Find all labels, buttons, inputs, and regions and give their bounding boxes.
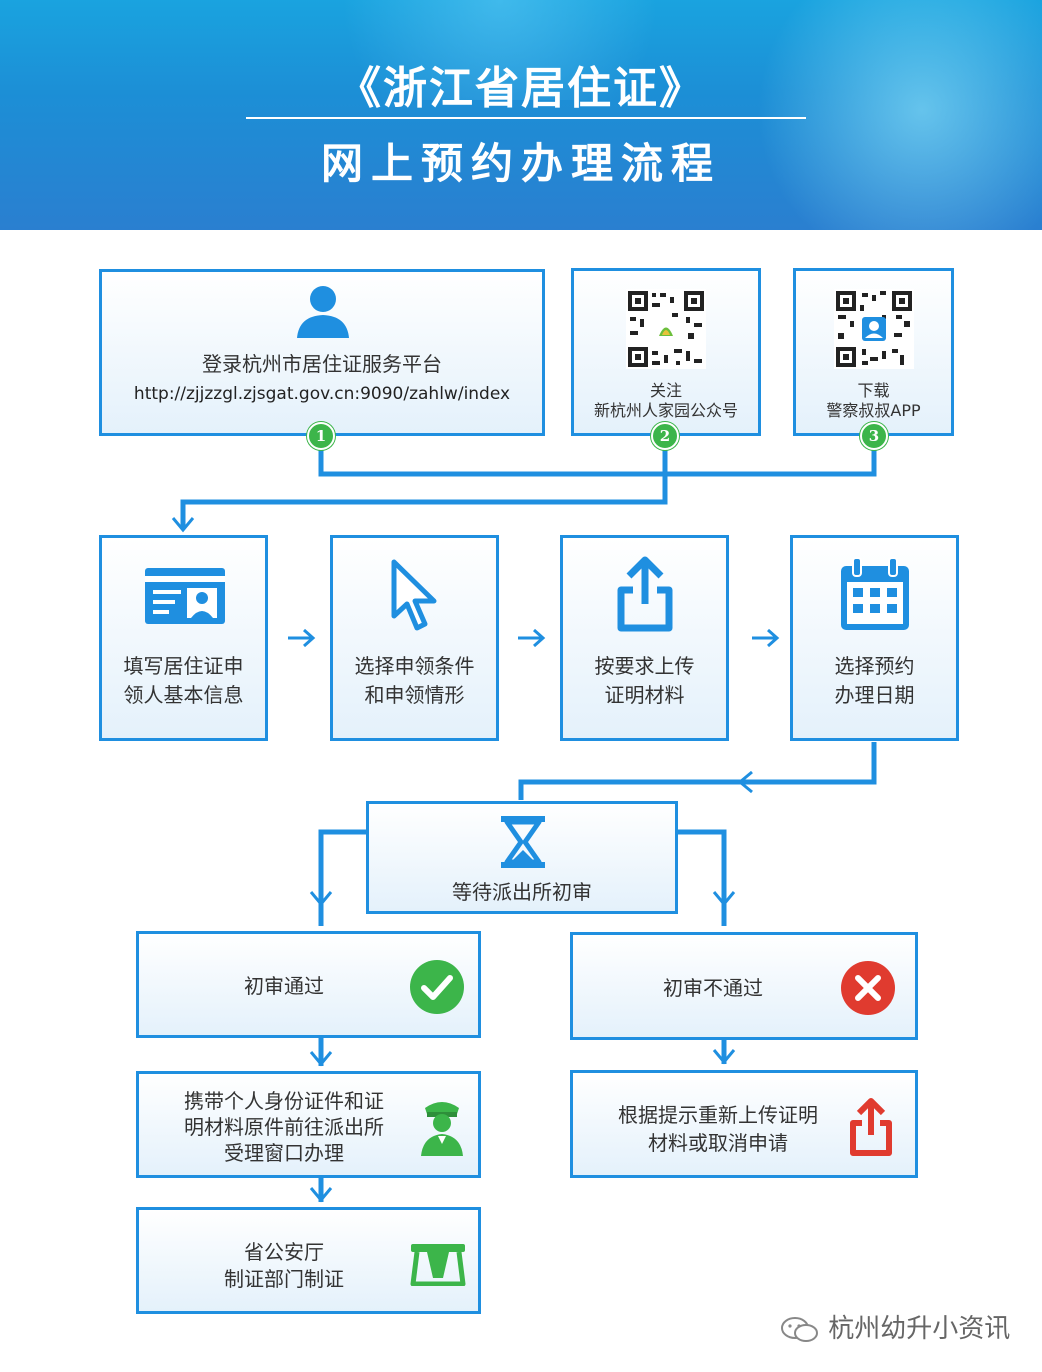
flow-step1-line2: 领人基本信息 (123, 683, 244, 707)
badge-1: 1 (307, 422, 335, 450)
cross-circle-icon (841, 961, 895, 1015)
upload-red-icon (850, 1098, 892, 1156)
produce-line1: 省公安厅 (244, 1240, 324, 1264)
cursor-pointer-icon (391, 559, 437, 631)
produce-line2: 制证部门制证 (224, 1267, 344, 1291)
check-circle-icon (410, 960, 464, 1014)
reupload-line1: 根据提示重新上传证明 (618, 1103, 818, 1127)
upload-icon (617, 556, 673, 632)
qr-code-icon (834, 289, 914, 369)
bring-line2: 明材料原件前往派出所 (184, 1115, 384, 1139)
title-line1: 《浙江省居住证》 (337, 63, 705, 114)
qr-code-icon (626, 289, 706, 369)
review-wait-box: 等待派出所初审 (366, 801, 678, 914)
flow-step-select-date: 选择预约 办理日期 (790, 535, 959, 741)
title-divider (246, 117, 806, 119)
step-follow-wechat: 关注 新杭州人家园公众号 (571, 268, 761, 436)
bring-line1: 携带个人身份证件和证 (184, 1089, 384, 1113)
review-fail-box: 初审不通过 (570, 932, 918, 1040)
police-officer-icon (421, 1102, 463, 1156)
bring-documents-box: 携带个人身份证件和证 明材料原件前往派出所 受理窗口办理 (136, 1071, 481, 1178)
flow-step4-line1: 选择预约 (834, 654, 915, 678)
header-glow (742, 0, 1042, 230)
header-glow-2 (300, 0, 700, 100)
step-login-platform: 登录杭州市居住证服务平台 http://zjjzzgl.zjsgat.gov.c… (99, 269, 545, 436)
badge-2: 2 (651, 422, 679, 450)
user-icon (297, 286, 349, 338)
step-download-app: 下载 警察叔叔APP (793, 268, 954, 436)
id-card-icon (145, 568, 225, 624)
step2-label-line2: 新杭州人家园公众号 (593, 401, 738, 420)
step2-label-line1: 关注 (649, 381, 682, 400)
step3-label-line1: 下载 (857, 381, 890, 400)
bring-line3: 受理窗口办理 (224, 1141, 344, 1165)
flow-step2-line2: 和申领情形 (364, 683, 465, 707)
flow-step-fill-info: 填写居住证申 领人基本信息 (99, 535, 268, 741)
step3-label-line2: 警察叔叔APP (826, 401, 921, 420)
badge-3: 3 (860, 422, 888, 450)
watermark-text: 杭州幼升小资讯 (828, 1314, 1011, 1344)
card-machine-icon (410, 1244, 466, 1286)
flow-step4-line2: 办理日期 (834, 683, 915, 707)
title-line2: 网上预约办理流程 (320, 139, 721, 188)
flow-step-upload: 按要求上传 证明材料 (560, 535, 729, 741)
wechat-icon (781, 1316, 818, 1342)
reupload-line2: 材料或取消申请 (648, 1131, 788, 1155)
reupload-box: 根据提示重新上传证明 材料或取消申请 (570, 1070, 918, 1178)
pass-label: 初审通过 (244, 974, 324, 998)
review-label: 等待派出所初审 (452, 880, 592, 904)
flow-arrows (288, 628, 780, 648)
calendar-icon (841, 557, 909, 630)
produce-card-box: 省公安厅 制证部门制证 (136, 1207, 481, 1314)
header-banner: 《浙江省居住证》 网上预约办理流程 (0, 0, 1042, 230)
flow-step-select-conditions: 选择申领条件 和申领情形 (330, 535, 499, 741)
hourglass-icon (501, 816, 545, 868)
flow-step3-line1: 按要求上传 (594, 654, 695, 678)
flow-step3-line2: 证明材料 (604, 683, 685, 707)
step1-url[interactable]: http://zjjzzgl.zjsgat.gov.cn:9090/zahlw/… (133, 384, 511, 404)
step1-label: 登录杭州市居住证服务平台 (202, 352, 442, 376)
watermark: 杭州幼升小资讯 (780, 1308, 1010, 1345)
flow-step1-line1: 填写居住证申 (123, 654, 244, 678)
review-pass-box: 初审通过 (136, 931, 481, 1038)
fail-label: 初审不通过 (663, 976, 763, 1000)
flow-step2-line1: 选择申领条件 (354, 654, 475, 678)
